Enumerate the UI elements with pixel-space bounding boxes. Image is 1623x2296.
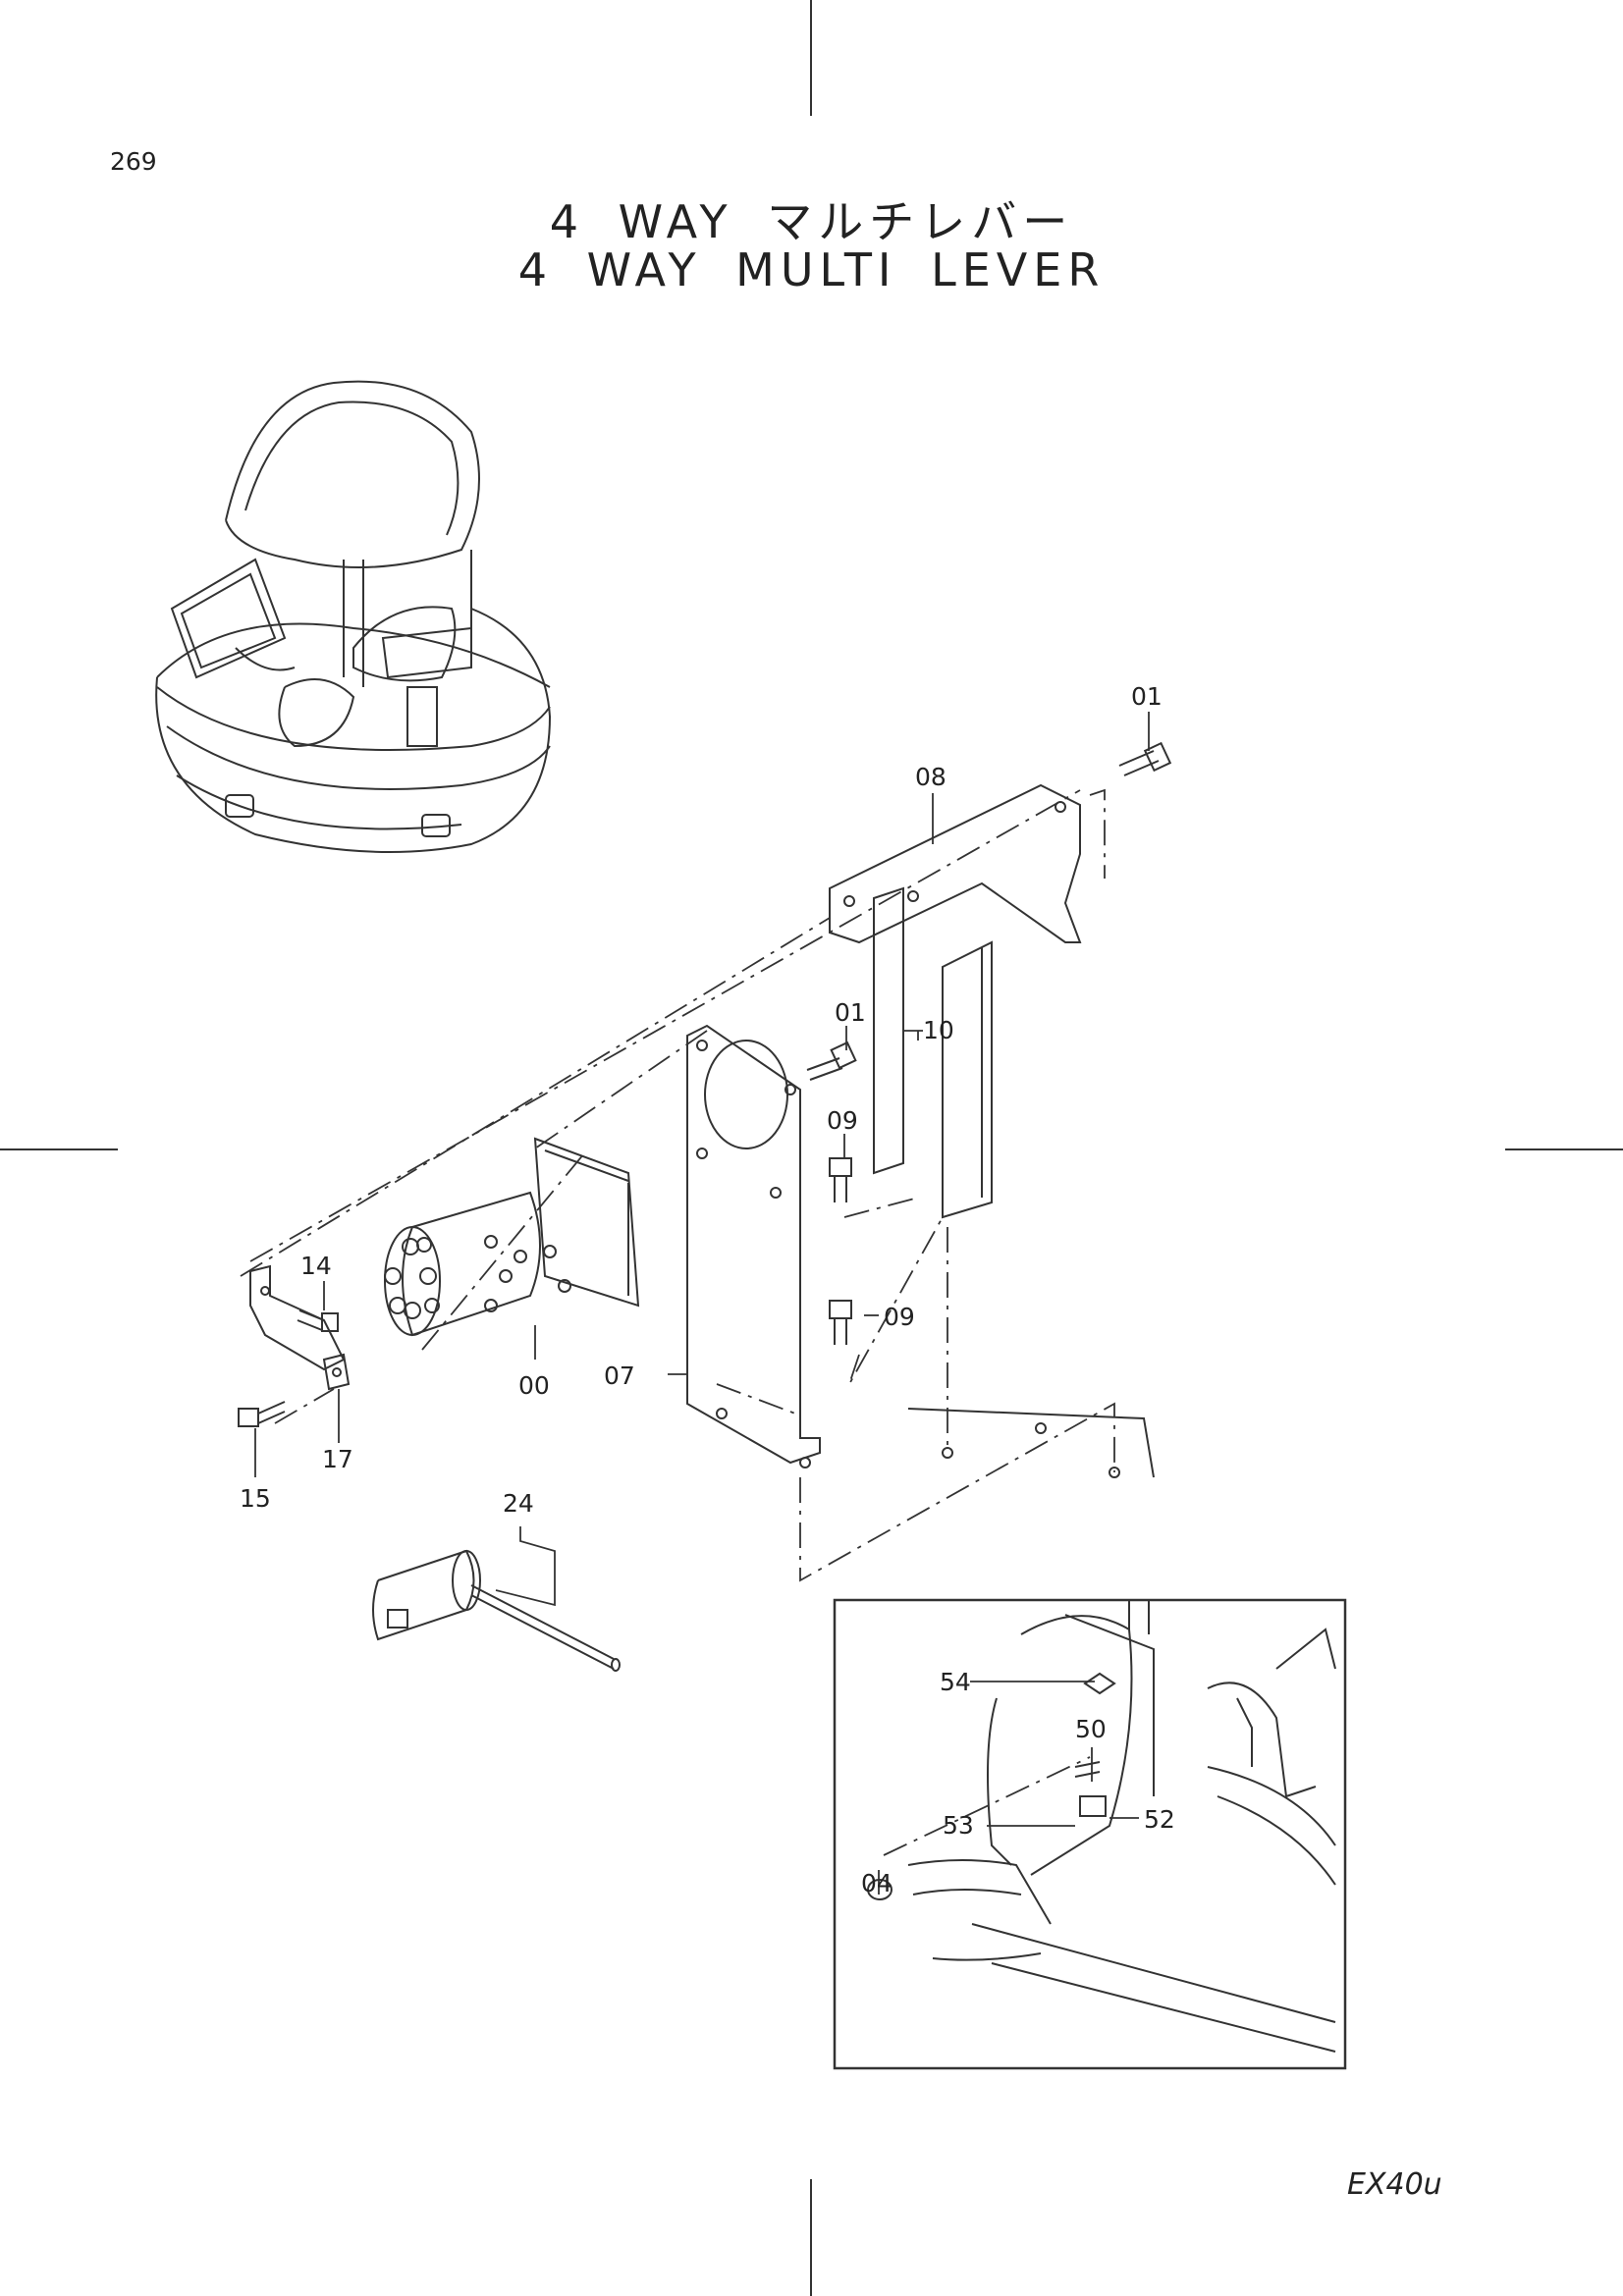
label-09-lower: 09 — [884, 1303, 915, 1331]
inset-detail-frame — [833, 1598, 1347, 2070]
label-00: 00 — [518, 1371, 550, 1400]
inset-cab-drawing — [867, 1600, 1336, 2053]
label-04: 04 — [861, 1869, 893, 1897]
label-15: 15 — [240, 1484, 271, 1513]
title-japanese: 4 WAY マルチレバー — [549, 195, 1074, 248]
label-53: 53 — [943, 1811, 974, 1840]
tool-24-drawing — [372, 1549, 621, 1672]
page-number: 269 — [110, 147, 157, 176]
bolt-01-mid-drawing — [806, 1041, 857, 1081]
phantom-lines — [240, 788, 1115, 1856]
pad-10-drawing — [873, 886, 904, 1175]
label-leaders — [254, 712, 1150, 1895]
label-24: 24 — [503, 1489, 534, 1518]
label-17: 17 — [322, 1445, 353, 1473]
bolt-15-drawing — [238, 1401, 286, 1427]
label-10: 10 — [923, 1016, 954, 1044]
bracket-08-drawing — [829, 783, 1082, 1219]
floor-plate-drawing — [907, 1408, 1155, 1478]
title-english: 4 WAY MULTI LEVER — [517, 243, 1106, 296]
label-50: 50 — [1075, 1715, 1107, 1743]
label-52: 52 — [1144, 1805, 1175, 1834]
label-09-upper: 09 — [827, 1106, 858, 1135]
label-14: 14 — [300, 1252, 332, 1280]
label-01-top: 01 — [1131, 682, 1163, 711]
label-07: 07 — [604, 1362, 635, 1390]
bracket-07-drawing — [686, 1024, 821, 1468]
bolt-09-lower-drawing — [829, 1300, 852, 1345]
bolt-01-top-drawing — [1118, 741, 1172, 776]
bracket-17-drawing — [249, 1264, 351, 1391]
excavator-overview-drawing — [155, 380, 552, 853]
label-08: 08 — [915, 763, 947, 791]
label-01-mid: 01 — [835, 998, 866, 1027]
valve-assembly-drawing — [384, 1137, 640, 1337]
label-54: 54 — [940, 1668, 971, 1696]
model-code: EX40u — [1347, 2167, 1442, 2202]
bolt-14-drawing — [297, 1309, 339, 1332]
bolt-09-upper-drawing — [829, 1157, 852, 1202]
